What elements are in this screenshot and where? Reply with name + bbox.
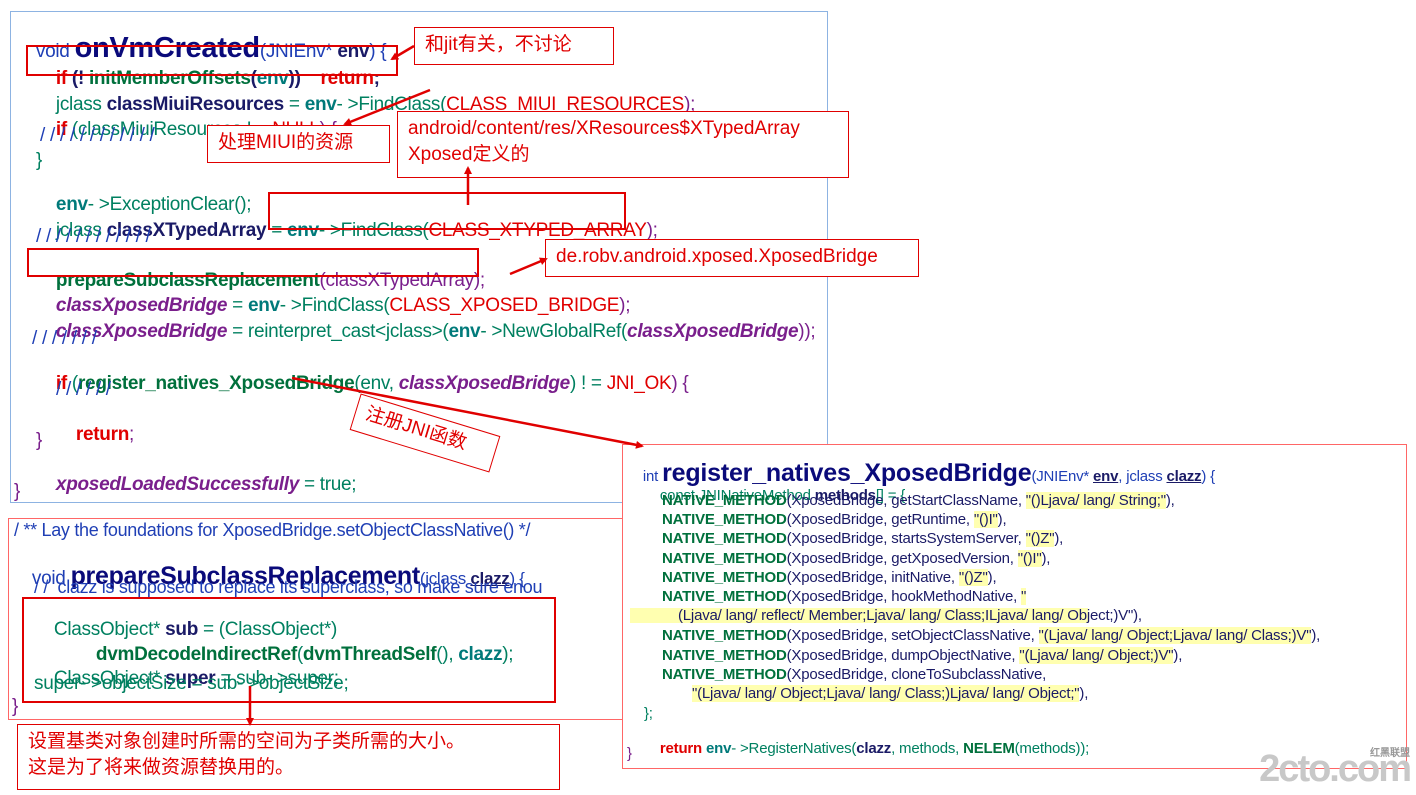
- native-method-5: NATIVE_METHOD(XposedBridge, initNative, …: [662, 569, 997, 586]
- prepare-subclass-highlight: [27, 248, 479, 277]
- code-line-11: classXposedBridge = env- >FindClass(CLAS…: [55, 295, 631, 316]
- code-line-7: env- >ExceptionClear();: [55, 194, 252, 215]
- code-line-16: return;: [75, 424, 135, 445]
- code-line-12: classXposedBridge = reinterpret_cast<jcl…: [55, 321, 816, 342]
- code-line-18: xposedLoadedSuccessfully = true;: [55, 474, 357, 495]
- code-line-8: jclass classXTypedArray = env- >FindClas…: [55, 220, 658, 241]
- native-method-2: NATIVE_METHOD(XposedBridge, getRuntime, …: [662, 511, 1007, 528]
- register-natives-return: return env- >RegisterNatives(clazz, meth…: [659, 740, 1090, 757]
- native-method-6-signature: (Ljava/ lang/ reflect/ Member;Ljava/ lan…: [630, 607, 1142, 624]
- register-natives-code-panel: [622, 444, 1407, 769]
- code-line-9: / / / / / / / / / / / /: [36, 226, 151, 247]
- bottom-code-line-1: void prepareSubclassReplacement(jclass c…: [31, 562, 525, 590]
- native-method-9: NATIVE_METHOD(XposedBridge, cloneToSubcl…: [662, 666, 1047, 683]
- code-line-5: / / / / / / / / / / / /: [40, 125, 155, 146]
- code-line-6: }: [36, 150, 43, 171]
- bottom-code-line-6: super- >objectSize = sub- >objectSize;: [34, 673, 349, 694]
- note-xposed-bridge: de.robv.android.xposed.XposedBridge: [545, 239, 919, 277]
- native-method-1: NATIVE_METHOD(XposedBridge, getStartClas…: [662, 492, 1175, 509]
- code-line-13: / / / / / / /: [32, 328, 97, 349]
- right-code-line-2: const JNINativeMethod methods[] = {: [659, 487, 906, 504]
- native-method-4: NATIVE_METHOD(XposedBridge, getXposedVer…: [662, 550, 1051, 567]
- note-jit: 和jit有关，不讨论: [414, 27, 614, 65]
- register-natives-end: }: [627, 745, 632, 762]
- bottom-code-line-4: dvmDecodeIndirectRef(dvmThreadSelf(), cl…: [95, 644, 514, 665]
- note-miui: 处理MIUI的资源: [207, 125, 390, 163]
- init-member-offsets-highlight: [26, 45, 398, 76]
- note-object-size: 设置基类对象创建时所需的空间为子类所需的大小。 这是为了将来做资源替换用的。: [17, 724, 560, 790]
- code-line-15: / / / / / /: [56, 379, 111, 400]
- bottom-code-line-5: ClassObject* super = sub- >super;: [53, 668, 339, 689]
- code-line-19: }: [14, 481, 21, 502]
- methods-array-end: };: [644, 705, 653, 722]
- code-line-2: if (! initMemberOffsets(env)) return;: [55, 68, 380, 89]
- right-code-line-1: int register_natives_XposedBridge(JNIEnv…: [642, 459, 1215, 487]
- native-method-9-signature: "(Ljava/ lang/ Object;Ljava/ lang/ Class…: [692, 685, 1089, 702]
- native-method-6: NATIVE_METHOD(XposedBridge, hookMethodNa…: [662, 588, 1027, 605]
- native-method-7: NATIVE_METHOD(XposedBridge, setObjectCla…: [662, 627, 1321, 644]
- native-method-3: NATIVE_METHOD(XposedBridge, startsSystem…: [662, 530, 1064, 547]
- doc-comment: / ** Lay the foundations for XposedBridg…: [14, 520, 531, 540]
- find-xtyped-array-highlight: [268, 192, 626, 230]
- note-xtyped-array: android/content/res/XResources$XTypedArr…: [397, 111, 849, 178]
- site-watermark: 红黑联盟 2cto.com: [1259, 748, 1412, 790]
- function-name: onVmCreated: [74, 32, 261, 64]
- object-size-highlight: [22, 597, 556, 703]
- code-line-17: }: [36, 430, 43, 451]
- bottom-comment: / / clazz is supposed to replace its sup…: [34, 577, 543, 597]
- bottom-code-line-3: ClassObject* sub = (ClassObject*): [53, 619, 338, 640]
- native-method-8: NATIVE_METHOD(XposedBridge, dumpObjectNa…: [662, 647, 1183, 664]
- bottom-code-line-7: }: [12, 696, 19, 717]
